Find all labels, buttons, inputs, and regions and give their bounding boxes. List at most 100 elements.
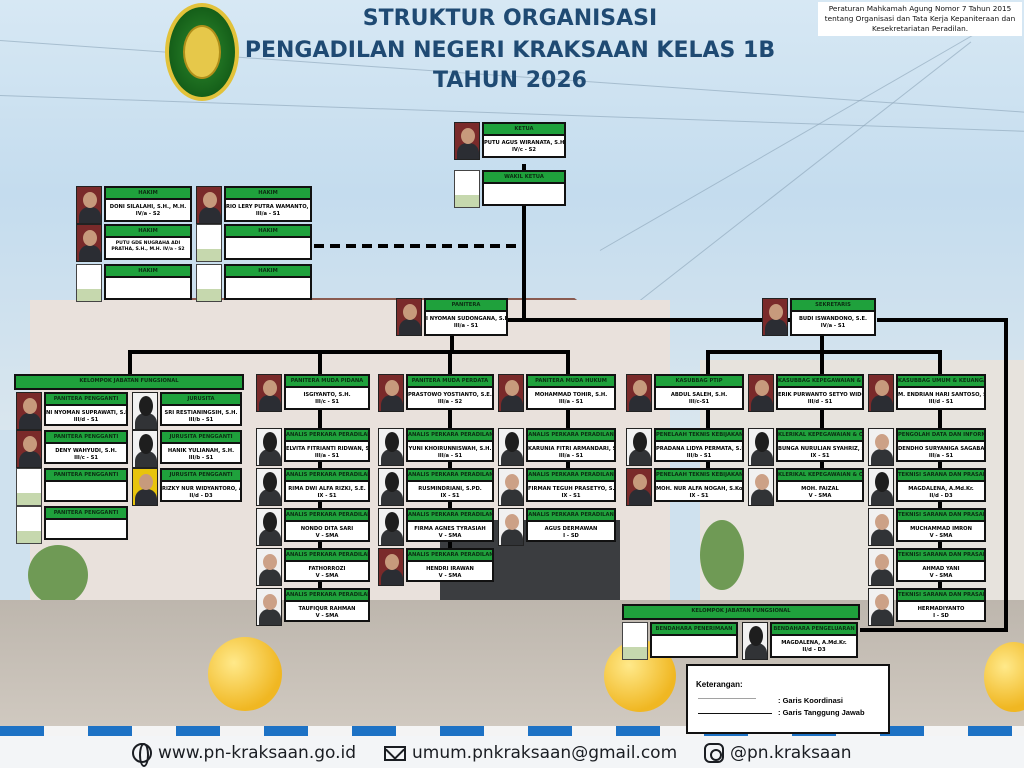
line <box>566 350 570 374</box>
hakim-photo <box>76 186 102 224</box>
hakim-box: HAKIM DONI SILALAHI, S.H., M.H. IV/a - S… <box>104 186 192 222</box>
fungsional-box: JURUSITA PENGGANTI HANIK YULIANAH, S.H. … <box>160 430 242 464</box>
website-text: www.pn-kraksaan.go.id <box>158 743 357 763</box>
line <box>706 350 710 374</box>
line <box>128 350 132 374</box>
court-logo-icon <box>165 3 239 101</box>
staff-photo <box>868 508 894 546</box>
staff-photo <box>256 508 282 546</box>
hakim-photo <box>196 186 222 224</box>
fungsional-box: JURUSITA SRI RESTIANINGSIH, S.H. III/b -… <box>160 392 242 426</box>
legend: Keterangan: ----------------------------… <box>686 664 890 734</box>
staff-photo <box>748 428 774 466</box>
staff-box: ANALIS PERKARA PERADILAN NONDO DITA SARI… <box>284 508 370 542</box>
staff-photo <box>378 428 404 466</box>
panitera-box: PANITERA I NYOMAN SUDONGANA, S.H. III/a … <box>424 298 508 336</box>
staff-photo <box>868 428 894 466</box>
ks-ptip-box: KASUBBAG PTIP ABDUL SALEH, S.H. III/c-S1 <box>654 374 744 410</box>
pm-perdata-box: PANITERA MUDA PERDATA PRASTOWO YOSTIANTO… <box>406 374 494 410</box>
ketua-name: PUTU AGUS WIRANATA, S.H.,M.H. <box>484 140 564 146</box>
fungsional-photo <box>16 392 42 430</box>
ketua-box: KETUA PUTU AGUS WIRANATA, S.H.,M.H. IV/c… <box>482 122 566 158</box>
staff-box: PENELAAH TEKNIS KEBIJAKAN PRADANA LIDYA … <box>654 428 744 462</box>
hakim-photo-placeholder <box>76 264 102 302</box>
logo-emblem <box>183 25 221 79</box>
pm-hukum-photo <box>498 374 524 412</box>
footer-bar <box>0 736 1024 768</box>
staff-box: ANALIS PERKARA PERADILAN FIRMAN TEGUH PR… <box>526 468 616 502</box>
fungsional-box: BENDAHARA PENERIMAAN <box>650 622 738 658</box>
fungsional-photo <box>132 392 158 430</box>
line-sekretaris-right <box>877 318 1007 322</box>
fungsional-box: PANITERA PENGGANTI <box>44 468 128 502</box>
footer-website[interactable]: www.pn-kraksaan.go.id <box>132 741 357 767</box>
line <box>318 350 322 374</box>
staff-box: KLERIKAL KEPEGAWAIAN & ORTALA BUNGA NURU… <box>776 428 864 462</box>
staff-box: ANALIS PERKARA PERADILAN FIRMA AGNES TYR… <box>406 508 494 542</box>
ks-kepegawaian-photo <box>748 374 774 412</box>
staff-photo <box>256 548 282 586</box>
hakim-box: HAKIM <box>104 264 192 300</box>
instagram-text: @pn.kraksaan <box>730 743 852 763</box>
staff-box: ANALIS PERKARA PERADILAN FATHORROZI V - … <box>284 548 370 582</box>
fungsional-photo <box>132 468 158 506</box>
fungsional-left-header: KELOMPOK JABATAN FUNGSIONAL <box>14 374 244 390</box>
curb <box>0 726 1024 736</box>
line <box>448 350 452 374</box>
staff-photo <box>378 548 404 586</box>
staff-photo <box>256 428 282 466</box>
staff-box: ANALIS PERKARA PERADILAN AGUS DERMAWAN I… <box>526 508 616 542</box>
line <box>938 350 942 374</box>
staff-photo <box>626 468 652 506</box>
wakil-box: WAKIL KETUA <box>482 170 566 206</box>
staff-photo <box>498 468 524 506</box>
yellow-bollard <box>984 642 1024 712</box>
staff-box: ANALIS PERKARA PERADILAN RUSMINDRIANI, S… <box>406 468 494 502</box>
staff-photo <box>748 468 774 506</box>
staff-photo <box>868 468 894 506</box>
hakim-box: HAKIM <box>224 264 312 300</box>
legend-solid-line <box>698 713 772 714</box>
staff-box: ANALIS PERKARA PERADILAN TAUFIQUR RAHMAN… <box>284 588 370 622</box>
staff-photo <box>256 588 282 626</box>
title-line-3: TAHUN 2026 <box>433 68 587 93</box>
tree <box>28 545 88 605</box>
staff-box: TEKNISI SARANA DAN PRASARANA MUCHAMMAD I… <box>896 508 986 542</box>
title-line-1: STRUKTUR ORGANISASI <box>362 6 658 31</box>
hakim-photo-placeholder <box>196 264 222 302</box>
staff-box: PENELAAH TEKNIS KEBIJAKAN MOH. NUR ALFA … <box>654 468 744 502</box>
pm-pidana-photo <box>256 374 282 412</box>
regulation-note: Peraturan Mahkamah Agung Nomor 7 Tahun 2… <box>818 2 1022 36</box>
title-line-2: PENGADILAN NEGERI KRAKSAAN KELAS 1B <box>244 38 776 63</box>
fungsional-photo-placeholder <box>16 468 42 506</box>
staff-box: PENGOLAH DATA DAN INFORMASI DENDHO SURYA… <box>896 428 986 462</box>
email-text: umum.pnkraksaan@gmail.com <box>412 743 678 763</box>
fungsional-photo <box>132 430 158 468</box>
footer-instagram[interactable]: @pn.kraksaan <box>704 741 852 765</box>
footer-email[interactable]: umum.pnkraksaan@gmail.com <box>384 741 677 765</box>
hakim-box: HAKIM <box>224 224 312 260</box>
wakil-photo-placeholder <box>454 170 480 208</box>
legend-coord-label: : Garis Koordinasi <box>778 696 844 705</box>
fungsional-box: PANITERA PENGGANTI NI NYOMAN SUPRAWATI, … <box>44 392 128 426</box>
staff-box: KLERIKAL KEPEGAWAIAN & ORTALA MOH. FAIZA… <box>776 468 864 502</box>
fungsional-photo <box>742 622 768 660</box>
fungsional-photo-placeholder <box>622 622 648 660</box>
staff-box: ANALIS PERKARA PERADILAN ELVITA FITRIANT… <box>284 428 370 462</box>
legend-coord-dashes: ----------------------------- <box>698 696 756 702</box>
instagram-icon <box>704 743 724 763</box>
ketua-rank: IV/c - S2 <box>511 147 537 153</box>
line-level1-horizontal <box>450 318 866 322</box>
fungsional-box: BENDAHARA PENGELUARAN MAGDALENA, A.Md.Kr… <box>770 622 858 658</box>
fungsional-box: PANITERA PENGGANTI DENY WAHYUDI, S.H. II… <box>44 430 128 464</box>
globe-icon <box>132 743 152 767</box>
staff-box: TEKNISI SARANA DAN PRASARANA AHMAD YANI … <box>896 548 986 582</box>
line-main-trunk <box>522 164 526 320</box>
line-panitera-horizontal <box>128 350 568 354</box>
staff-photo <box>498 508 524 546</box>
hakim-photo <box>76 224 102 262</box>
ketua-photo <box>454 122 480 160</box>
staff-box: TEKNISI SARANA DAN PRASARANA HERMADIYANT… <box>896 588 986 622</box>
pm-hukum-box: PANITERA MUDA HUKUM MOHAMMAD TOHIR, S.H.… <box>526 374 616 410</box>
line-right-fungsional <box>860 628 1008 632</box>
